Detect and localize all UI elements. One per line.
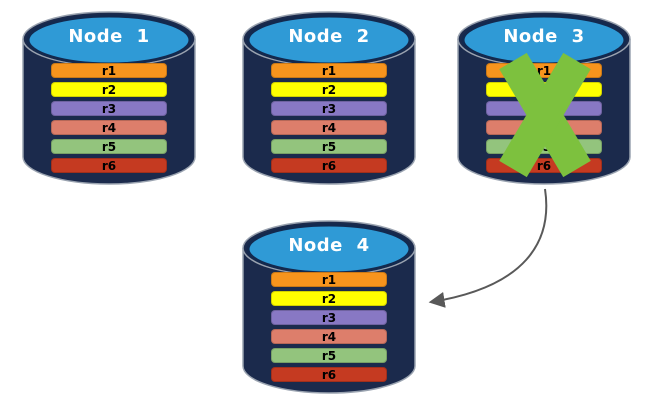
- replica-bar-r6: r6: [271, 158, 387, 173]
- node-title: Node 1: [68, 26, 150, 47]
- replica-label: r1: [101, 63, 117, 78]
- replica-bar-r1: r1: [271, 63, 387, 78]
- replica-label: r2: [321, 291, 337, 306]
- replica-bar-r4: r4: [51, 120, 167, 135]
- replica-bar-r3: r3: [51, 101, 167, 116]
- node-title: Node 3: [503, 26, 585, 47]
- replica-bar-r3: r3: [271, 101, 387, 116]
- replica-label: r2: [101, 82, 117, 97]
- replica-bar-r2: r2: [51, 82, 167, 97]
- replica-label: r6: [321, 367, 337, 382]
- replica-label: r3: [101, 101, 117, 116]
- replica-bar-r3: r3: [271, 310, 387, 325]
- node-4: Node 4 r1 r2 r3 r4 r5 r6: [241, 215, 417, 399]
- replica-bar-r5: r5: [271, 139, 387, 154]
- replica-label: r5: [321, 139, 337, 154]
- failover-arrow: [428, 188, 548, 308]
- replica-label: r3: [321, 310, 337, 325]
- node-title: Node 4: [288, 235, 370, 256]
- replica-label: r2: [321, 82, 337, 97]
- replica-bar-r2: r2: [271, 82, 387, 97]
- replica-bar-r1: r1: [51, 63, 167, 78]
- node-1: Node 1 r1 r2 r3 r4 r5 r6: [21, 6, 197, 190]
- green-x-icon: [499, 52, 591, 178]
- replica-label: r6: [536, 158, 552, 173]
- replica-list: r1 r2 r3 r4 r5 r6: [271, 63, 387, 173]
- replica-label: r4: [101, 120, 117, 135]
- replica-label: r1: [536, 63, 552, 78]
- replica-label: r6: [321, 158, 337, 173]
- replica-bar-r5: r5: [51, 139, 167, 154]
- replica-bar-r4: r4: [271, 329, 387, 344]
- replica-label: r1: [321, 272, 337, 287]
- replica-bar-r2: r2: [271, 291, 387, 306]
- replica-bar-r6: r6: [51, 158, 167, 173]
- replica-label: r6: [101, 158, 117, 173]
- node-2: Node 2 r1 r2 r3 r4 r5 r6: [241, 6, 417, 190]
- replica-bar-r5: r5: [271, 348, 387, 363]
- replica-list: r1 r2 r3 r4 r5 r6: [271, 272, 387, 382]
- replica-label: r4: [321, 120, 337, 135]
- replica-list: r1 r2 r3 r4 r5 r6: [51, 63, 167, 173]
- replica-label: r3: [321, 101, 337, 116]
- replica-label: r5: [321, 348, 337, 363]
- node-title: Node 2: [288, 26, 370, 47]
- replica-label: r4: [321, 329, 337, 344]
- replica-bar-r1: r1: [271, 272, 387, 287]
- replica-label: r1: [321, 63, 337, 78]
- replica-bar-r4: r4: [271, 120, 387, 135]
- replica-bar-r6: r6: [271, 367, 387, 382]
- replica-label: r5: [101, 139, 117, 154]
